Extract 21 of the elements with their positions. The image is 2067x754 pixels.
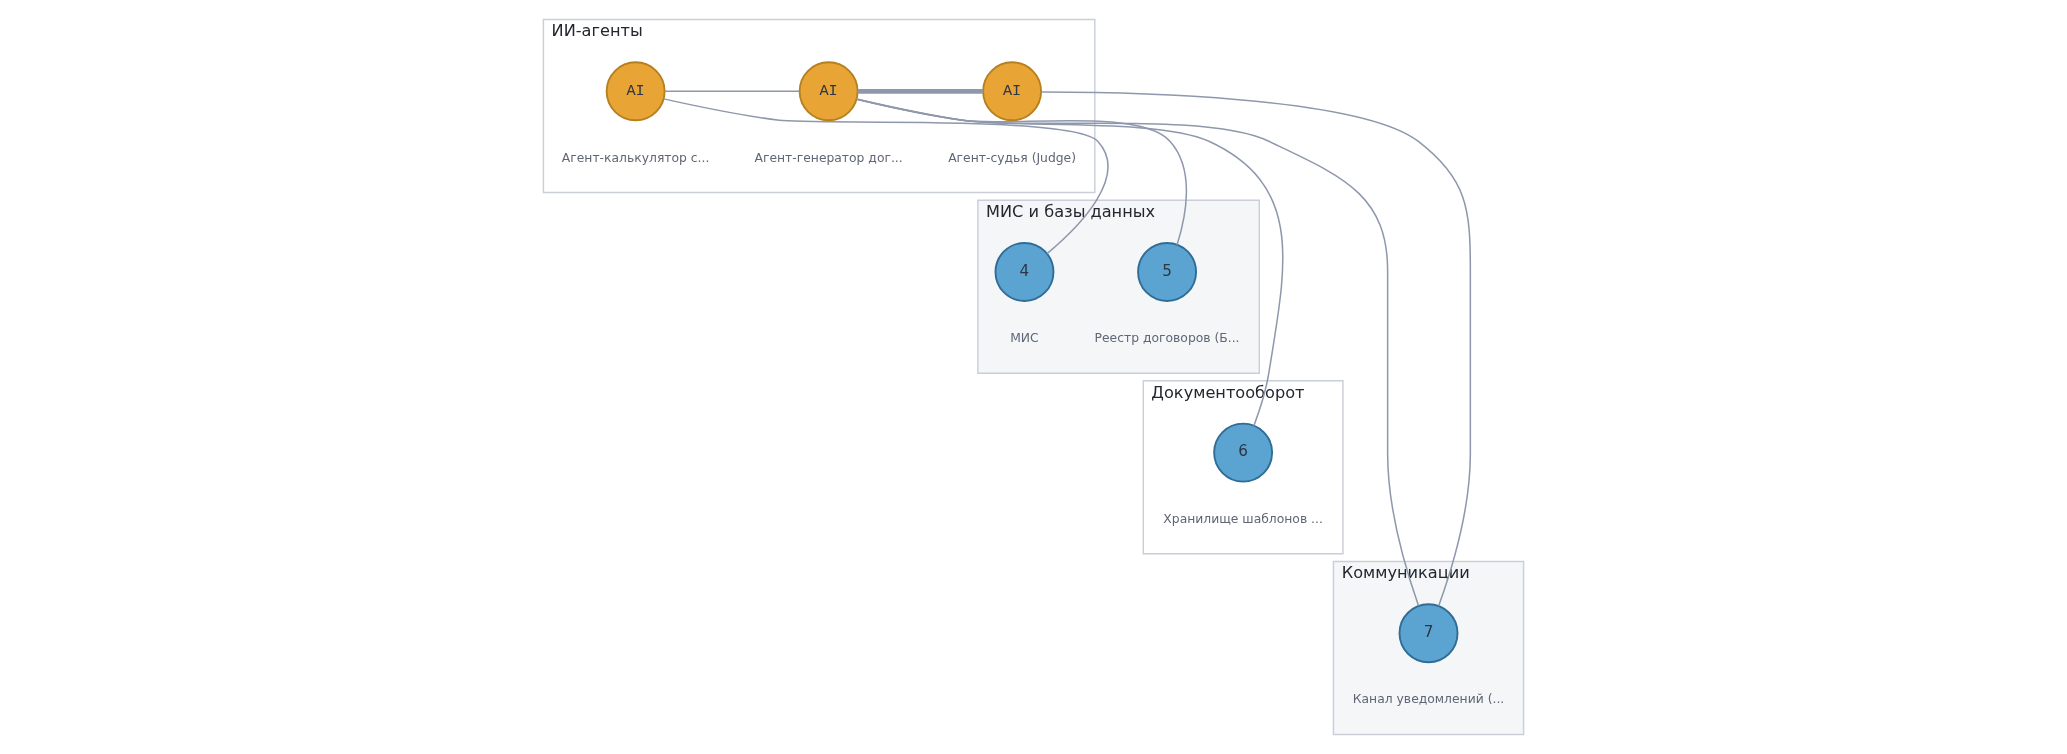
- connector: [855, 98, 1188, 246]
- node-circle: AI: [798, 61, 859, 122]
- connector: [663, 98, 1109, 255]
- connector: [855, 98, 1420, 607]
- node-label: Агент-генератор дог...: [754, 150, 903, 165]
- node-label: Агент-судья (Judge): [948, 150, 1077, 165]
- connector: [857, 88, 983, 94]
- connector: [855, 98, 1284, 427]
- node-circle: 4: [994, 242, 1055, 302]
- node-label: Реестр договоров (Б...: [1094, 331, 1240, 346]
- node-label: МИС: [1010, 331, 1039, 346]
- node-circle: AI: [982, 61, 1043, 122]
- node-label: Хранилище шаблонов ...: [1163, 511, 1323, 526]
- connector: [663, 90, 801, 93]
- node-label: Агент-калькулятор с...: [561, 150, 710, 165]
- node-circle: 5: [1137, 242, 1197, 302]
- node-circle: 6: [1213, 422, 1274, 483]
- node-circle: 7: [1398, 603, 1459, 664]
- node-circle: AI: [605, 61, 666, 122]
- connector: [1040, 91, 1472, 607]
- node-label: Канал уведомлений (...: [1352, 692, 1505, 707]
